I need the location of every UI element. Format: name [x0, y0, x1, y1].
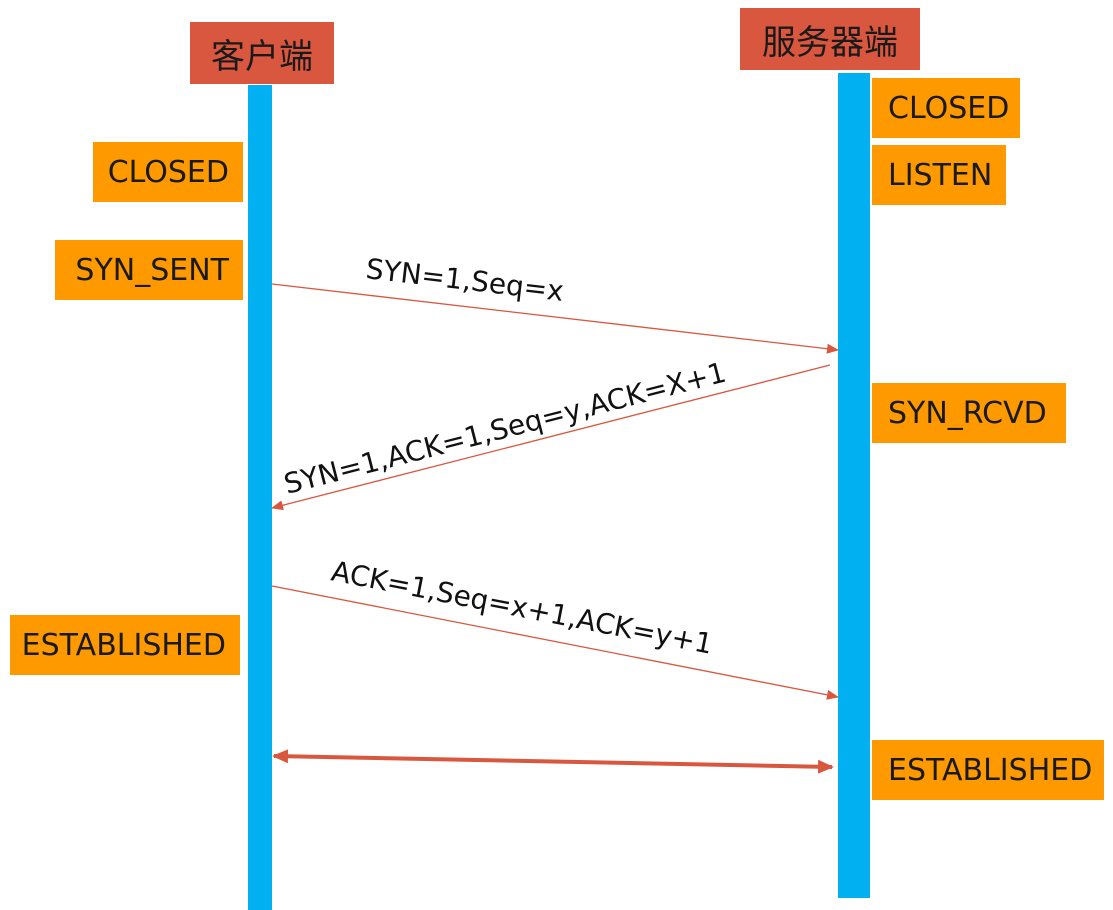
arrow-data-transfer: [272, 749, 834, 774]
server-header: 服务器端: [740, 8, 920, 70]
server-state-closed: CLOSED: [872, 78, 1020, 138]
client-lifeline: [248, 85, 272, 910]
label-ack: ACK=1,Seq=x+1,ACK=y+1: [329, 554, 716, 660]
server-state-syn-rcvd: SYN_RCVD: [872, 383, 1066, 443]
client-state-closed: CLOSED: [93, 142, 243, 202]
arrow-syn-ack: [271, 364, 831, 511]
arrow-ack: [271, 585, 839, 700]
client-state-syn-sent: SYN_SENT: [55, 240, 243, 300]
label-syn: SYN=1,Seq=x: [364, 252, 565, 308]
arrow-syn: [271, 283, 839, 354]
label-syn-ack: SYN=1,ACK=1,Seq=y,ACK=X+1: [281, 356, 730, 501]
server-state-listen: LISTEN: [872, 145, 1006, 205]
server-state-established: ESTABLISHED: [872, 740, 1104, 800]
client-state-established: ESTABLISHED: [10, 615, 240, 675]
client-header: 客户端: [190, 22, 334, 84]
server-lifeline: [838, 73, 870, 898]
